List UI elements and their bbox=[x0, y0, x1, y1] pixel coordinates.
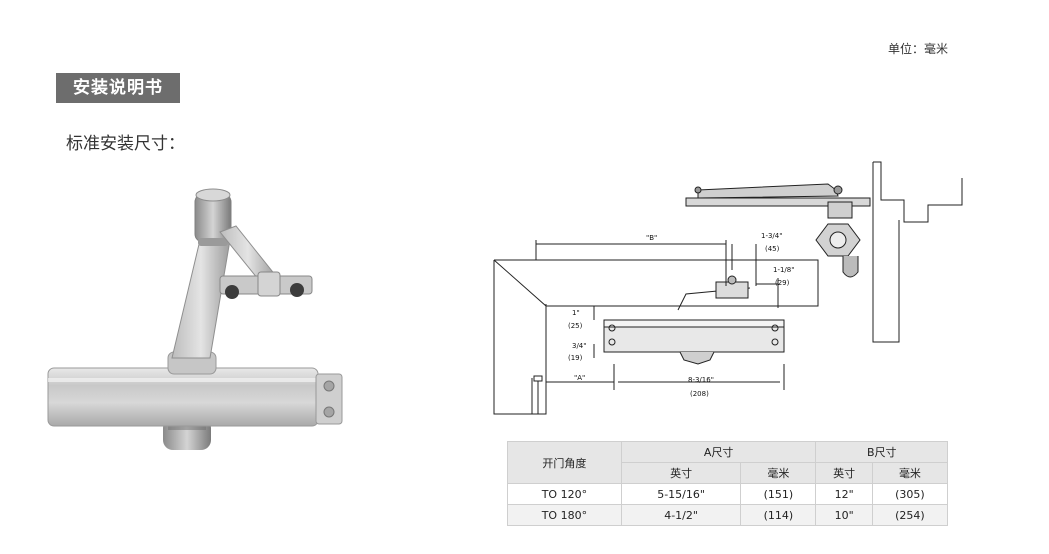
unit-label: 单位：毫米 bbox=[888, 42, 949, 56]
cell-b-inch: 12" bbox=[815, 483, 873, 505]
cell-a-inch: 5-15/16" bbox=[620, 483, 742, 505]
dim-3-4-label: 3/4" bbox=[572, 342, 587, 350]
dim-1-3-4-label: 1-3/4" bbox=[761, 232, 782, 240]
dimension-table: 开门角度 A尺寸 B尺寸 英寸 毫米 英寸 毫米 TO 120° 5-15/16… bbox=[507, 441, 949, 526]
cell-a-inch: 4-1/2" bbox=[620, 504, 742, 526]
dim-25-label: (25) bbox=[568, 322, 583, 330]
header-b-dimension: B尺寸 bbox=[815, 441, 948, 463]
dim-45-label: (45) bbox=[765, 245, 780, 253]
cell-a-mm: (151) bbox=[740, 483, 817, 505]
cell-b-inch: 10" bbox=[815, 504, 873, 526]
subheader-b-inch: 英寸 bbox=[815, 462, 873, 484]
cell-angle: TO 180° bbox=[507, 504, 622, 526]
section-subtitle: 标准安装尺寸： bbox=[66, 134, 185, 154]
cell-b-mm: (305) bbox=[871, 483, 949, 505]
page-title: 安装说明书 bbox=[56, 73, 180, 103]
dim-a-label: "A" bbox=[574, 374, 585, 382]
table-row: TO 180° 4-1/2" (114) 10" (254) bbox=[507, 504, 949, 526]
dim-1-inch-label: 1" bbox=[572, 309, 580, 317]
table-row: TO 120° 5-15/16" (151) 12" (305) bbox=[507, 483, 949, 505]
dim-19-label: (19) bbox=[568, 354, 583, 362]
cell-angle: TO 120° bbox=[507, 483, 622, 505]
installation-dimension-diagram: "B" 1-3/4" (45) 1-1/8" (29) 1" (25) 3/4"… bbox=[493, 161, 963, 415]
dim-29-label: (29) bbox=[775, 279, 790, 287]
subheader-b-mm: 毫米 bbox=[871, 462, 949, 484]
header-a-dimension: A尺寸 bbox=[620, 441, 817, 463]
dim-8-3-16-label: 8-3/16" bbox=[688, 376, 714, 384]
dim-1-1-8-label: 1-1/8" bbox=[773, 266, 794, 274]
subheader-a-mm: 毫米 bbox=[740, 462, 817, 484]
cell-b-mm: (254) bbox=[871, 504, 949, 526]
subheader-a-inch: 英寸 bbox=[620, 462, 742, 484]
door-closer-photo bbox=[47, 188, 343, 450]
dim-b-label: "B" bbox=[646, 234, 657, 242]
dim-208-label: (208) bbox=[690, 390, 709, 398]
cell-a-mm: (114) bbox=[740, 504, 817, 526]
header-door-angle: 开门角度 bbox=[507, 441, 622, 484]
